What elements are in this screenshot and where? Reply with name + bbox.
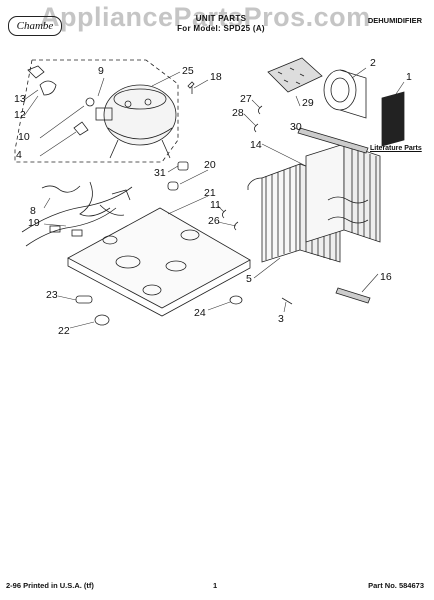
callout-5: 5: [246, 273, 252, 285]
callout-29: 29: [302, 97, 314, 109]
grommet-20: [167, 181, 179, 191]
footer-part-no: Part No. 584673: [368, 581, 424, 590]
terminal-cover: [73, 121, 89, 136]
callout-28: 28: [232, 107, 244, 119]
wire-harness: [21, 181, 133, 247]
spacer-23: [75, 295, 93, 304]
callout-16: 16: [380, 271, 392, 283]
callout-31: 31: [154, 167, 166, 179]
literature-label: Literature Parts: [370, 145, 422, 152]
watermark: AppliancePartsPros.com: [40, 2, 371, 32]
filter-screen: [267, 57, 323, 93]
fan-shroud: [323, 69, 367, 119]
callout-20: 20: [204, 159, 216, 171]
callout-4: 4: [16, 149, 22, 161]
callout-13: 13: [14, 93, 26, 105]
refrigerant-tube: [247, 177, 263, 190]
callout-9: 9: [98, 65, 104, 77]
category-label: DEHUMIDIFIER: [367, 16, 422, 25]
callout-19: 19: [28, 217, 40, 229]
relay: [27, 65, 45, 79]
literature-booklet: [381, 91, 405, 147]
overload-protector: [39, 80, 57, 96]
base-pan: [67, 207, 251, 317]
callout-3: 3: [278, 313, 284, 325]
screw-3: [281, 297, 293, 305]
capacitor-clip: [85, 97, 95, 107]
compressor-outline: [14, 59, 179, 163]
screw-18: [187, 81, 195, 94]
clip-28: [254, 123, 259, 133]
callout-14: 14: [250, 139, 262, 151]
clip-11: [222, 209, 227, 219]
callout-22: 22: [58, 325, 70, 337]
page-title: UNIT PARTS For Model: SPD25 (A): [146, 14, 296, 34]
mount-31: [177, 161, 189, 171]
compressor: [95, 84, 177, 159]
title-line-1: UNIT PARTS: [195, 14, 247, 23]
brand-logo: Chambe: [8, 16, 62, 36]
clip-26: [234, 221, 239, 231]
callout-2: 2: [370, 57, 376, 69]
title-line-2: For Model: SPD25 (A): [177, 24, 265, 33]
callout-23: 23: [46, 289, 58, 301]
footer-printed: 2-96 Printed in U.S.A. (tf): [6, 581, 94, 590]
callout-21: 21: [204, 187, 216, 199]
callout-24: 24: [194, 307, 206, 319]
footer-page: 1: [213, 581, 218, 590]
callout-25: 25: [182, 65, 194, 77]
callout-1: 1: [406, 71, 412, 83]
callout-10: 10: [18, 131, 30, 143]
evaporator-coil: [305, 143, 381, 243]
grommet-22: [94, 314, 110, 326]
callout-26: 26: [208, 215, 220, 227]
foot-24: [229, 295, 243, 305]
clip-27: [258, 105, 263, 115]
callout-8: 8: [30, 205, 36, 217]
callout-11: 11: [210, 199, 221, 211]
foam-strip: [335, 287, 371, 304]
callout-27: 27: [240, 93, 252, 105]
callout-30: 30: [290, 121, 302, 133]
gasket-strip: [297, 127, 369, 154]
callout-18: 18: [210, 71, 222, 83]
callout-12: 12: [14, 109, 26, 121]
